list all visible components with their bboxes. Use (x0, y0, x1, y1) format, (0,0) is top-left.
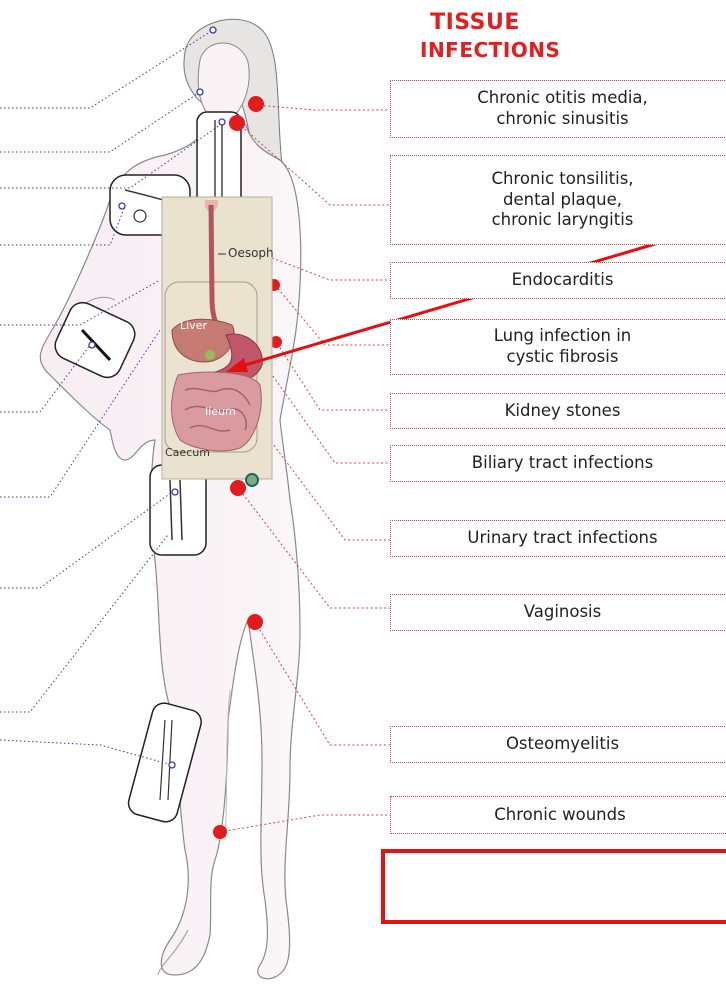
page-title-line1: TISSUE (420, 10, 530, 35)
label-urinary-tract: Urinary tract infections (390, 520, 726, 557)
label-chronic-wounds: Chronic wounds (390, 796, 726, 834)
page-title-line2: INFECTIONS (420, 38, 530, 62)
label-lung-infection: Lung infection in cystic fibrosis (390, 319, 726, 375)
oesophagus-label: Oesoph (228, 246, 274, 260)
caecum-label: Caecum (165, 446, 210, 459)
digestive-inset: Oesoph Liver Ileum Caecum (162, 197, 274, 479)
label-endocarditis: Endocarditis (390, 262, 726, 299)
head (198, 43, 249, 121)
highlight-box-chronic-wounds (381, 849, 726, 924)
label-otitis-sinusitis: Chronic otitis media, chronic sinusitis (390, 80, 726, 138)
ileum-label: Ileum (205, 405, 236, 418)
label-vaginosis: Vaginosis (390, 594, 726, 631)
label-tonsilitis-plaque-laryngitis: Chronic tonsilitis, dental plaque, chron… (390, 155, 726, 245)
label-kidney-stones: Kidney stones (390, 393, 726, 429)
label-biliary-tract: Biliary tract infections (390, 445, 726, 482)
label-osteomyelitis: Osteomyelitis (390, 726, 726, 763)
liver-label: Liver (180, 319, 207, 332)
